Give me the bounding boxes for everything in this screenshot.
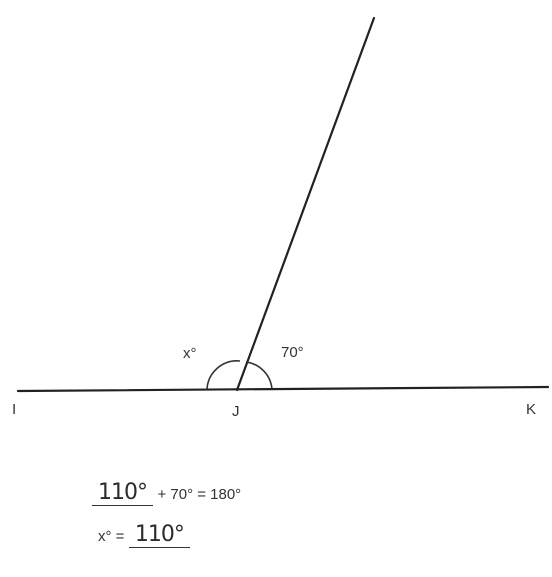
ray-j-up <box>235 16 376 392</box>
line-ik <box>16 385 550 393</box>
point-label-j: J <box>232 403 240 420</box>
equation-prefix: x° = <box>98 528 125 545</box>
equation-rest: + 70° = 180° <box>157 486 242 503</box>
angle-arc-right <box>245 361 273 390</box>
angle-arc-left <box>206 360 241 390</box>
answer-handwritten-2: 110° <box>128 524 190 548</box>
equation-line-2: x° = 110° <box>98 524 190 548</box>
angle-label-x: x° <box>183 345 197 362</box>
point-label-k: K <box>526 401 537 418</box>
angle-label-70: 70° <box>281 344 304 361</box>
answer-handwritten-1: 110° <box>92 482 153 506</box>
point-label-i: I <box>12 401 17 418</box>
equation-line-1: 110° + 70° = 180° <box>92 482 241 506</box>
